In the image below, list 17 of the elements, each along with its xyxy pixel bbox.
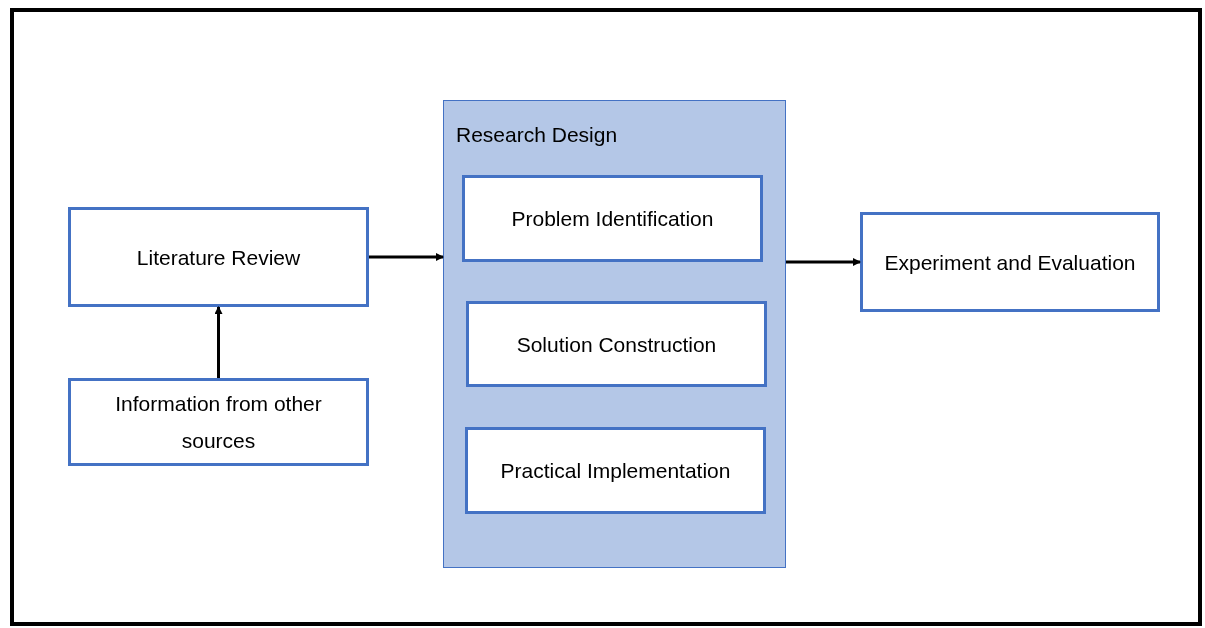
box-label: Information from other sources xyxy=(114,391,323,454)
process-box xyxy=(68,207,369,307)
box-label: Solution Construction xyxy=(516,331,717,358)
box-label: Experiment and Evaluation xyxy=(884,249,1136,276)
box-label: Literature Review xyxy=(136,244,301,271)
process-box xyxy=(860,212,1160,312)
panel-heading: Research Design xyxy=(456,122,618,148)
process-box xyxy=(466,301,767,387)
arrow xyxy=(214,306,223,378)
arrow xyxy=(369,253,444,261)
process-box xyxy=(68,378,369,466)
box-label: Problem Identification xyxy=(511,206,714,232)
group-panel xyxy=(443,100,786,568)
arrow xyxy=(786,258,861,266)
process-box xyxy=(465,427,766,514)
box-label: Practical Implementation xyxy=(500,458,731,484)
process-box xyxy=(462,175,763,262)
